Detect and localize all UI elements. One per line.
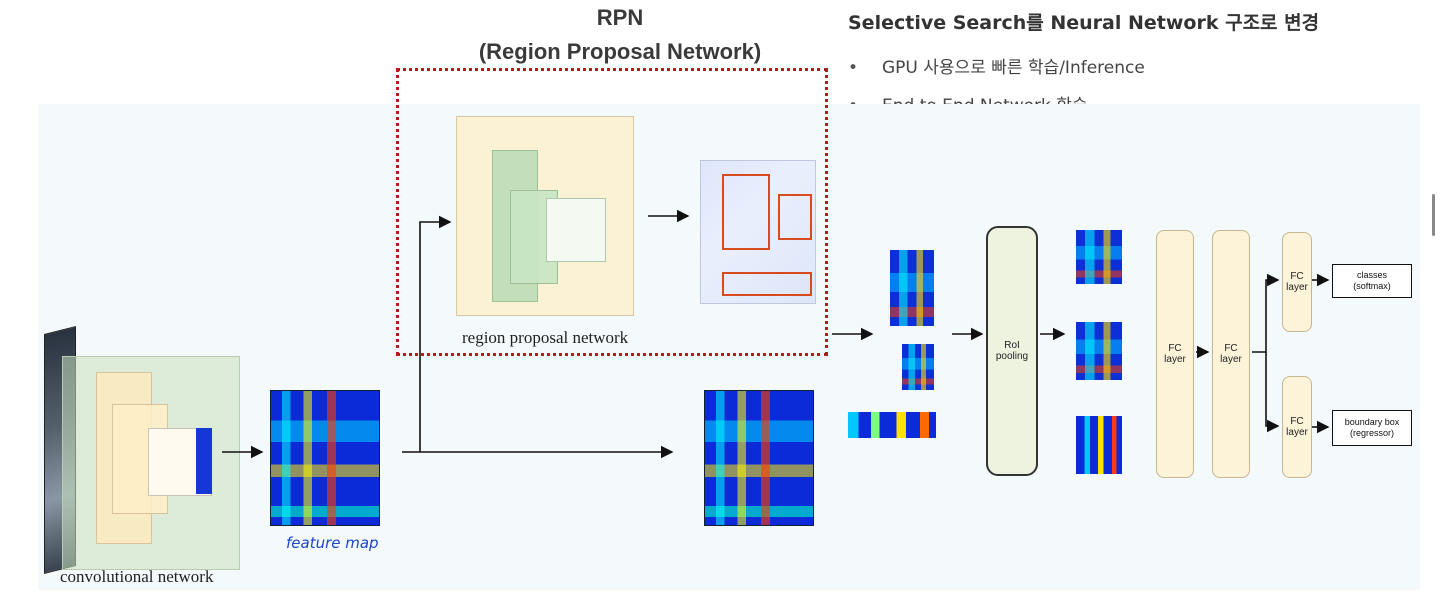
feature-map bbox=[270, 390, 380, 526]
fc-label: FC bbox=[1168, 343, 1182, 354]
pooled-feature bbox=[1076, 322, 1122, 380]
pooled-feature bbox=[1076, 416, 1122, 474]
fc-label: layer bbox=[1164, 354, 1186, 365]
fc-label: FC bbox=[1290, 271, 1304, 282]
fc-layer-classes: FC layer bbox=[1282, 232, 1312, 332]
region-feature bbox=[848, 412, 936, 438]
bbox-output: boundary box (regressor) bbox=[1332, 410, 1412, 446]
region-feature bbox=[902, 344, 934, 390]
fc-label: FC bbox=[1290, 416, 1304, 427]
fc-layer-1: FC layer bbox=[1156, 230, 1194, 478]
proposal-map bbox=[700, 160, 816, 304]
arrow bbox=[1252, 273, 1280, 353]
fc-label: layer bbox=[1286, 427, 1308, 438]
rpn-subtitle: (Region Proposal Network) bbox=[478, 39, 762, 64]
conv-output-map bbox=[196, 428, 212, 494]
fc-label: layer bbox=[1286, 282, 1308, 293]
scrollbar[interactable] bbox=[1432, 194, 1435, 236]
region-feature bbox=[890, 250, 934, 326]
proposal-box bbox=[722, 174, 770, 250]
arrow bbox=[419, 215, 452, 452]
feature-map-label: feature map bbox=[286, 534, 379, 552]
output-label: classes bbox=[1356, 270, 1387, 280]
roi-label: pooling bbox=[995, 351, 1029, 362]
output-label: boundary box bbox=[1344, 417, 1400, 427]
roi-pooling-box: RoI pooling bbox=[986, 226, 1038, 476]
feature-map-copy bbox=[704, 390, 814, 526]
proposal-box bbox=[722, 272, 812, 296]
rpn-label: region proposal network bbox=[462, 328, 629, 347]
notes-bullet-1: • GPU 사용으로 빠른 학습/Inference bbox=[848, 53, 1145, 78]
fc-label: FC bbox=[1224, 343, 1238, 354]
classes-output: classes (softmax) bbox=[1332, 264, 1412, 298]
rpn-title: RPN bbox=[596, 5, 644, 30]
rpn-highlight-box bbox=[396, 68, 828, 356]
conv-label: convolutional network bbox=[60, 567, 214, 586]
notes-heading: Selective Search를 Neural Network 구조로 변경 bbox=[848, 12, 1320, 34]
rpn-layer bbox=[546, 198, 606, 262]
bullet-icon: • bbox=[848, 58, 859, 78]
fc-label: layer bbox=[1220, 354, 1242, 365]
proposal-box bbox=[778, 194, 812, 240]
fc-layer-bbox: FC layer bbox=[1282, 376, 1312, 478]
roi-label: RoI bbox=[1004, 340, 1020, 351]
output-label: (regressor) bbox=[1349, 428, 1394, 438]
fc-layer-2: FC layer bbox=[1212, 230, 1250, 478]
output-label: (softmax) bbox=[1353, 281, 1391, 291]
arrow bbox=[1265, 352, 1280, 433]
bullet-text: GPU 사용으로 빠른 학습/Inference bbox=[882, 58, 1145, 78]
pooled-feature bbox=[1076, 230, 1122, 284]
